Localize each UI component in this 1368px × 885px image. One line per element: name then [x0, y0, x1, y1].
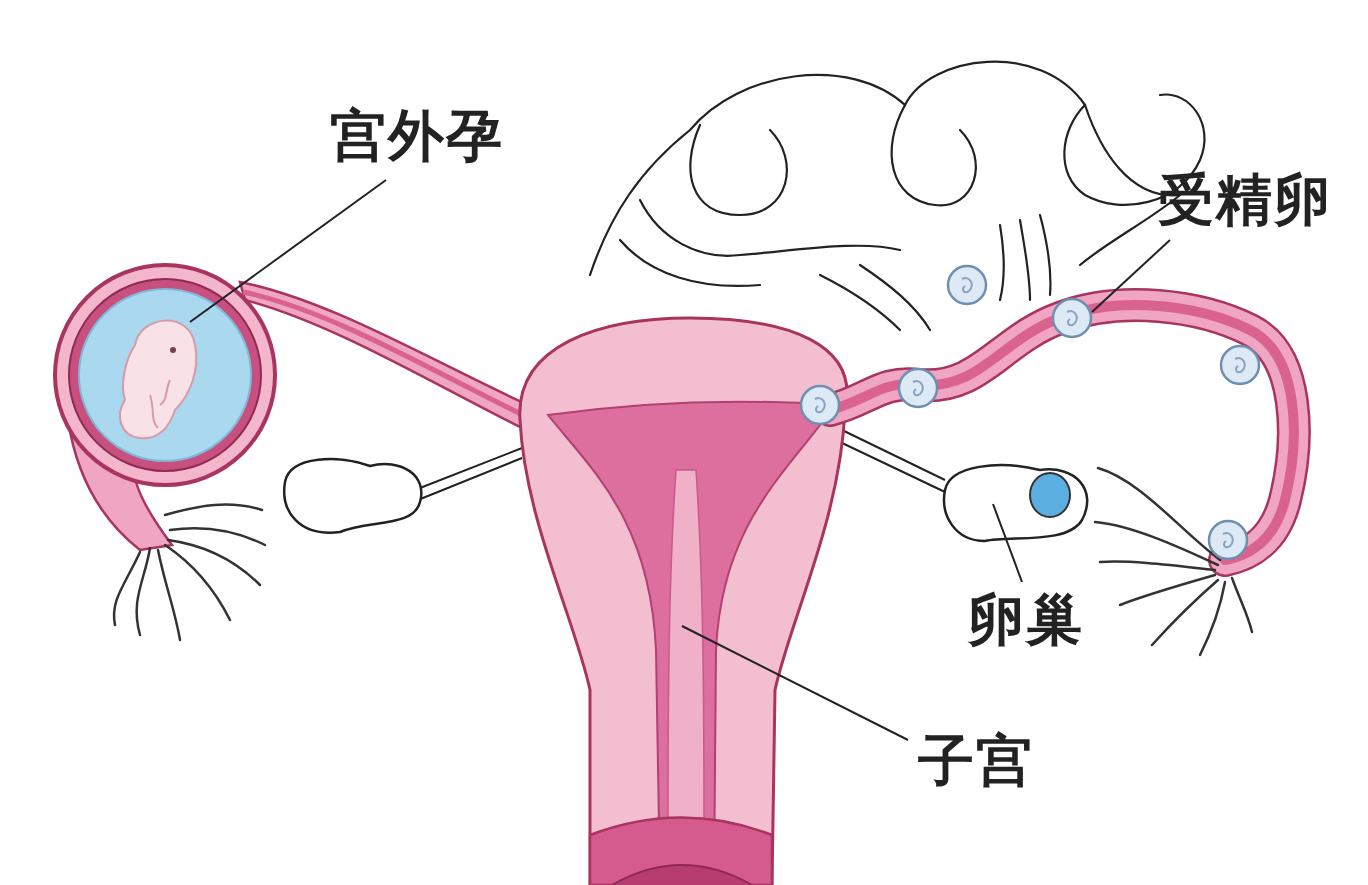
mesentery-line — [1020, 220, 1030, 300]
egg-embryo — [1067, 311, 1077, 325]
embryo-body — [120, 321, 196, 439]
intestine-line — [620, 240, 760, 286]
ovary — [944, 465, 1087, 541]
fimbriae — [1095, 468, 1252, 655]
embryo-limb — [150, 395, 158, 428]
mesentery-line — [1040, 215, 1051, 295]
ovarian-ligament — [840, 430, 945, 492]
egg-shell — [899, 369, 937, 407]
embryo-limb — [160, 380, 170, 405]
egg-embryo — [1223, 533, 1233, 547]
ovary — [284, 459, 421, 533]
fimbria — [1200, 582, 1225, 655]
fallopian-tube — [830, 305, 1294, 560]
egg-embryo — [913, 381, 923, 395]
fimbria — [168, 540, 260, 585]
leader-line — [682, 626, 908, 740]
egg — [801, 386, 839, 424]
fertilized-eggs — [801, 266, 1259, 559]
part-label: 子宫 — [918, 733, 1034, 789]
intestine-line — [690, 125, 787, 215]
egg-embryo — [1235, 358, 1245, 372]
egg-shell — [948, 266, 986, 304]
fimbriae — [114, 505, 265, 640]
egg-shell — [801, 386, 839, 424]
vagina — [590, 818, 772, 885]
intestine-line — [640, 200, 900, 256]
egg-shell — [1221, 346, 1259, 384]
egg — [899, 369, 937, 407]
uterus — [520, 318, 847, 885]
vagina-inner — [612, 865, 752, 885]
fimbria — [170, 528, 265, 545]
part-label: 卵巢 — [968, 592, 1084, 648]
egg — [1053, 299, 1091, 337]
tube-lumen — [830, 305, 1294, 560]
ectopic-sac — [55, 265, 275, 485]
fimbria — [1095, 522, 1218, 565]
tube-lumen — [243, 292, 525, 416]
embryo — [120, 321, 196, 439]
uterine-cavity — [548, 402, 835, 885]
leader-line — [993, 504, 1022, 582]
leader-line — [1092, 240, 1170, 312]
embryo-eye — [170, 347, 176, 353]
leader-lines — [190, 180, 1170, 740]
intestine-line — [590, 62, 1180, 275]
fimbria — [1120, 575, 1215, 605]
egg-shell — [1053, 299, 1091, 337]
fimbria — [158, 550, 180, 640]
fimbria — [165, 505, 262, 515]
part-label: 受精卵 — [1158, 172, 1332, 228]
leader-line — [190, 180, 386, 322]
mesentery-line — [820, 275, 900, 330]
egg — [1209, 521, 1247, 559]
fallopian-tube — [240, 282, 528, 428]
sac-wall — [69, 279, 261, 471]
fimbria — [1100, 562, 1215, 570]
egg — [948, 266, 986, 304]
fimbria — [1232, 578, 1252, 632]
fimbria — [137, 548, 150, 635]
intestine-line — [892, 105, 976, 205]
cervical-canal — [668, 470, 704, 830]
egg-embryo — [962, 278, 972, 292]
fimbria — [114, 552, 140, 625]
egg-embryo — [815, 398, 825, 412]
fimbria — [1098, 468, 1220, 560]
tube-wall — [830, 305, 1294, 560]
ovarian-ligament — [418, 448, 522, 500]
mesentery-line — [1000, 225, 1004, 300]
mesentery-line — [860, 265, 930, 330]
amniotic-fluid — [79, 289, 251, 461]
tube-body — [830, 305, 1294, 560]
egg-shell — [1209, 521, 1247, 559]
ovum — [1030, 473, 1070, 517]
part-label: 宫外孕 — [330, 108, 504, 164]
egg — [1221, 346, 1259, 384]
